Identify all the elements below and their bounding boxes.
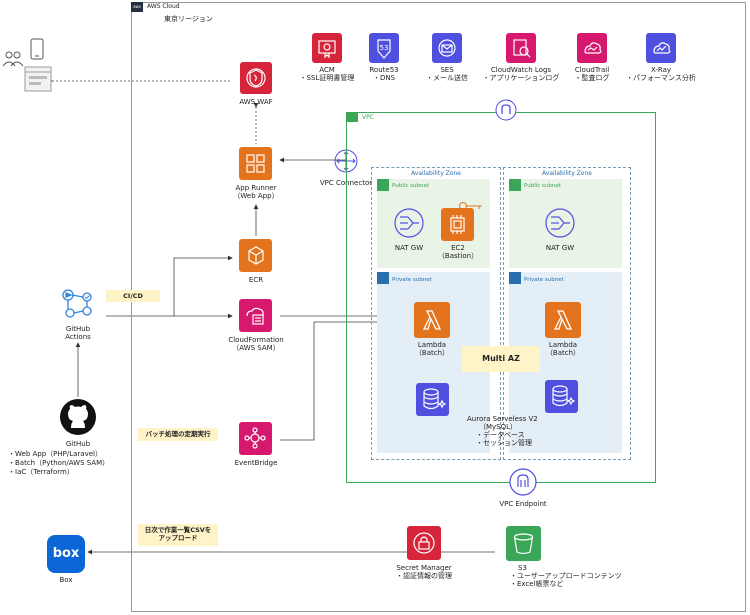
mobile-icon <box>30 38 44 60</box>
apprunner-icon <box>239 147 272 180</box>
cicd-note: CI/CD <box>106 290 160 302</box>
ec2-label: EC2 <box>451 244 465 252</box>
ses-desc: ・メール送信 <box>426 74 468 82</box>
route53-label: Route53 <box>369 66 399 74</box>
apprunner-label: App Runner <box>235 184 277 192</box>
key-icon <box>458 196 484 210</box>
waf-icon <box>240 62 272 94</box>
apprunner-sublabel: （Web App） <box>233 192 279 200</box>
aws-cloud-boundary <box>131 2 746 612</box>
secret-manager-icon <box>407 526 441 560</box>
cloudformation-label: CloudFormation <box>228 336 284 344</box>
box-logo-icon: box <box>47 535 85 573</box>
route53-icon: 53 <box>369 33 399 63</box>
acm-label: ACM <box>319 66 335 74</box>
s3-item-2: ・Excel帳票など <box>510 580 564 588</box>
ec2-icon <box>441 208 474 241</box>
public-subnet-1-label: Public subnet <box>392 183 429 189</box>
aurora-sublabel: （MySQL） <box>479 423 518 431</box>
github-icon <box>59 398 97 436</box>
github-actions-icon <box>60 287 94 321</box>
vpc-connector-label: VPC Connector <box>319 179 373 187</box>
ecr-label: ECR <box>248 276 264 284</box>
csv-upload-note-line2: アップロード <box>158 534 198 542</box>
github-label: GitHub <box>65 440 91 448</box>
az-1-label: Availability Zone <box>411 170 461 177</box>
xray-icon <box>646 33 676 63</box>
waf-label: AWS WAF <box>239 98 273 106</box>
route53-desc: ・DNS <box>372 74 396 82</box>
ec2-sublabel: （Bastion） <box>437 252 479 260</box>
public-subnet-1-lock-icon <box>377 179 389 191</box>
certificate-icon <box>312 33 342 63</box>
aws-cloud-label: AWS Cloud <box>147 3 180 10</box>
browser-icon <box>24 66 52 92</box>
ses-label: SES <box>440 66 454 74</box>
multi-az-note: Multi AZ <box>462 346 540 372</box>
az-1 <box>371 167 501 460</box>
logs-search-icon <box>506 33 536 63</box>
private-subnet-1-lock-icon <box>377 272 389 284</box>
public-subnet-2-lock-icon <box>509 179 521 191</box>
cloudformation-icon <box>239 299 272 332</box>
az-2-label: Availability Zone <box>542 170 592 177</box>
nat-gw-2-label: NAT GW <box>545 244 575 252</box>
users-icon <box>2 48 24 70</box>
cloudtrail-label: CloudTrail <box>574 66 610 74</box>
private-subnet-2-label: Private subnet <box>524 277 564 283</box>
aurora-item-2: ・セッション管理 <box>476 439 532 447</box>
eventbridge-label: EventBridge <box>234 459 278 467</box>
lambda-2-sublabel: （Batch） <box>545 349 581 357</box>
az-2 <box>503 167 631 460</box>
s3-bucket-icon <box>506 526 541 561</box>
nat-gw-1-label: NAT GW <box>394 244 424 252</box>
email-icon <box>432 33 462 63</box>
region-label: 東京リージョン <box>164 15 213 23</box>
aws-logo-icon: aws <box>131 2 143 12</box>
secret-manager-label: Secret Manager <box>396 564 452 572</box>
acm-desc: ・SSL証明書管理 <box>299 74 355 82</box>
cloudwatch-desc: ・アプリケーションログ <box>482 74 560 82</box>
vpc-endpoint-icon <box>508 467 538 497</box>
batch-schedule-note: バッチ処理の定期実行 <box>138 428 218 441</box>
vpc-cloud-icon <box>346 112 358 122</box>
github-actions-label: GitHub <box>65 325 91 333</box>
igw-icon <box>495 99 517 121</box>
github-item-1: ・Web App（PHP/Laravel） <box>8 450 102 458</box>
svg-text:53: 53 <box>380 44 389 52</box>
aurora-2-icon <box>545 380 578 413</box>
private-subnet-1-label: Private subnet <box>392 277 432 283</box>
cloudtrail-icon <box>577 33 607 63</box>
xray-desc: ・パフォーマンス分析 <box>626 74 696 82</box>
eventbridge-icon <box>239 422 272 455</box>
private-subnet-2-lock-icon <box>509 272 521 284</box>
lambda-1-label: Lambda <box>417 341 447 349</box>
public-subnet-2-label: Public subnet <box>524 183 561 189</box>
lambda-icon <box>414 302 450 338</box>
secret-manager-desc: ・認証情報の管理 <box>396 572 452 580</box>
nat-gateway-icon <box>393 207 425 239</box>
s3-item-1: ・ユーザーアップロードコンテンツ <box>510 572 622 580</box>
lambda-1-sublabel: （Batch） <box>414 349 450 357</box>
aurora-icon <box>416 383 449 416</box>
csv-upload-note: 日次で作業一覧CSVを アップロード <box>138 524 218 546</box>
csv-upload-note-line1: 日次で作業一覧CSVを <box>144 526 212 534</box>
aurora-label: Aurora Serveless V2 <box>467 415 538 423</box>
github-actions-sublabel: Actions <box>65 333 91 341</box>
cloudformation-sublabel: （AWS SAM） <box>232 344 280 352</box>
cloudtrail-desc: ・監査ログ <box>574 74 610 82</box>
cloudwatch-label: CloudWatch Logs <box>490 66 552 74</box>
vpc-label: VPC <box>362 114 374 121</box>
github-item-2: ・Batch（Python/AWS SAM） <box>8 459 110 467</box>
ecr-icon <box>239 239 272 272</box>
nat-gateway-2-icon <box>544 207 576 239</box>
aurora-item-1: ・データベース <box>476 431 525 439</box>
box-label: Box <box>59 576 73 584</box>
github-item-3: ・IaC（Terraform） <box>8 468 74 476</box>
lambda-2-icon <box>545 302 581 338</box>
s3-label: S3 <box>518 564 527 572</box>
vpc-endpoint-label: VPC Endpoint <box>499 500 547 508</box>
xray-label: X-Ray <box>650 66 672 74</box>
lambda-2-label: Lambda <box>548 341 578 349</box>
